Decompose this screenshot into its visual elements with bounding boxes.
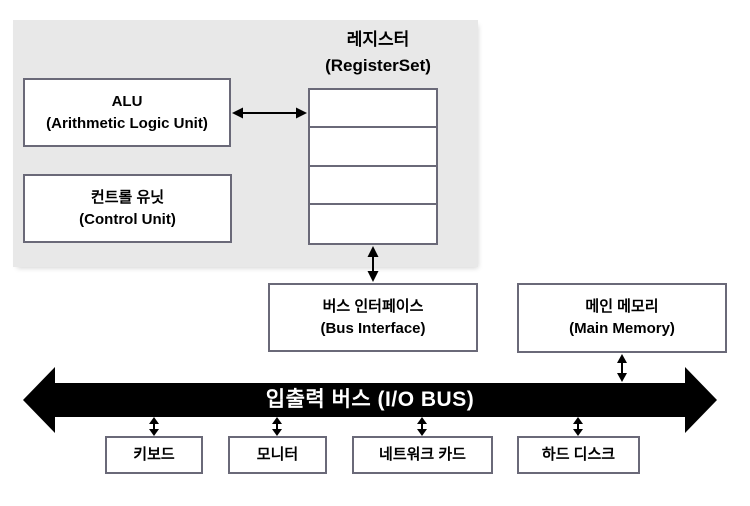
bus-interface-box: 버스 인터페이스 (Bus Interface) <box>268 283 478 352</box>
register-set-box <box>308 88 438 245</box>
main-memory-box: 메인 메모리 (Main Memory) <box>517 283 727 353</box>
hard-disk-label: 하드 디스크 <box>541 446 616 463</box>
keyboard-box: 키보드 <box>105 436 203 474</box>
network-card-box: 네트워크 카드 <box>352 436 493 474</box>
bus-harddisk-arrow <box>573 417 583 436</box>
main-memory-label-korean: 메인 메모리 <box>585 298 659 315</box>
register-businterface-arrow <box>367 246 379 282</box>
monitor-label: 모니터 <box>256 446 299 463</box>
bus-interface-label-english: (Bus Interface) <box>320 319 426 337</box>
io-bus-left-arrowhead-icon <box>23 367 55 433</box>
bus-keyboard-arrow <box>149 417 159 436</box>
register-set-label: 레지스터 (RegisterSet) <box>298 27 458 79</box>
monitor-box: 모니터 <box>228 436 327 474</box>
alu-register-arrow <box>232 107 307 119</box>
register-label-korean: 레지스터 <box>346 30 410 49</box>
io-bus: 입출력 버스 (I/O BUS) <box>55 383 685 417</box>
main-memory-label-english: (Main Memory) <box>569 320 675 337</box>
register-cell <box>310 166 436 205</box>
bus-interface-label-korean: 버스 인터페이스 <box>322 297 424 315</box>
hard-disk-box: 하드 디스크 <box>517 436 640 474</box>
control-unit-label-english: (Control Unit) <box>79 210 176 228</box>
keyboard-label: 키보드 <box>133 446 175 463</box>
bus-networkcard-arrow <box>417 417 427 436</box>
register-cell <box>310 90 436 129</box>
network-card-label: 네트워크 카드 <box>379 446 466 463</box>
alu-label-english: (Arithmetic Logic Unit) <box>46 114 208 132</box>
control-unit-label-korean: 컨트롤 유닛 <box>90 188 165 206</box>
alu-label-korean: ALU <box>111 92 143 110</box>
io-bus-label: 입출력 버스 (I/O BUS) <box>265 388 475 411</box>
alu-box: ALU (Arithmetic Logic Unit) <box>23 78 231 147</box>
register-cell <box>310 128 436 167</box>
io-bus-right-arrowhead-icon <box>685 367 717 433</box>
register-label-english: (RegisterSet) <box>325 56 431 75</box>
control-unit-box: 컨트롤 유닛 (Control Unit) <box>23 174 232 243</box>
bus-monitor-arrow <box>272 417 282 436</box>
mainmemory-bus-arrow <box>617 354 627 382</box>
register-cell <box>310 204 436 243</box>
